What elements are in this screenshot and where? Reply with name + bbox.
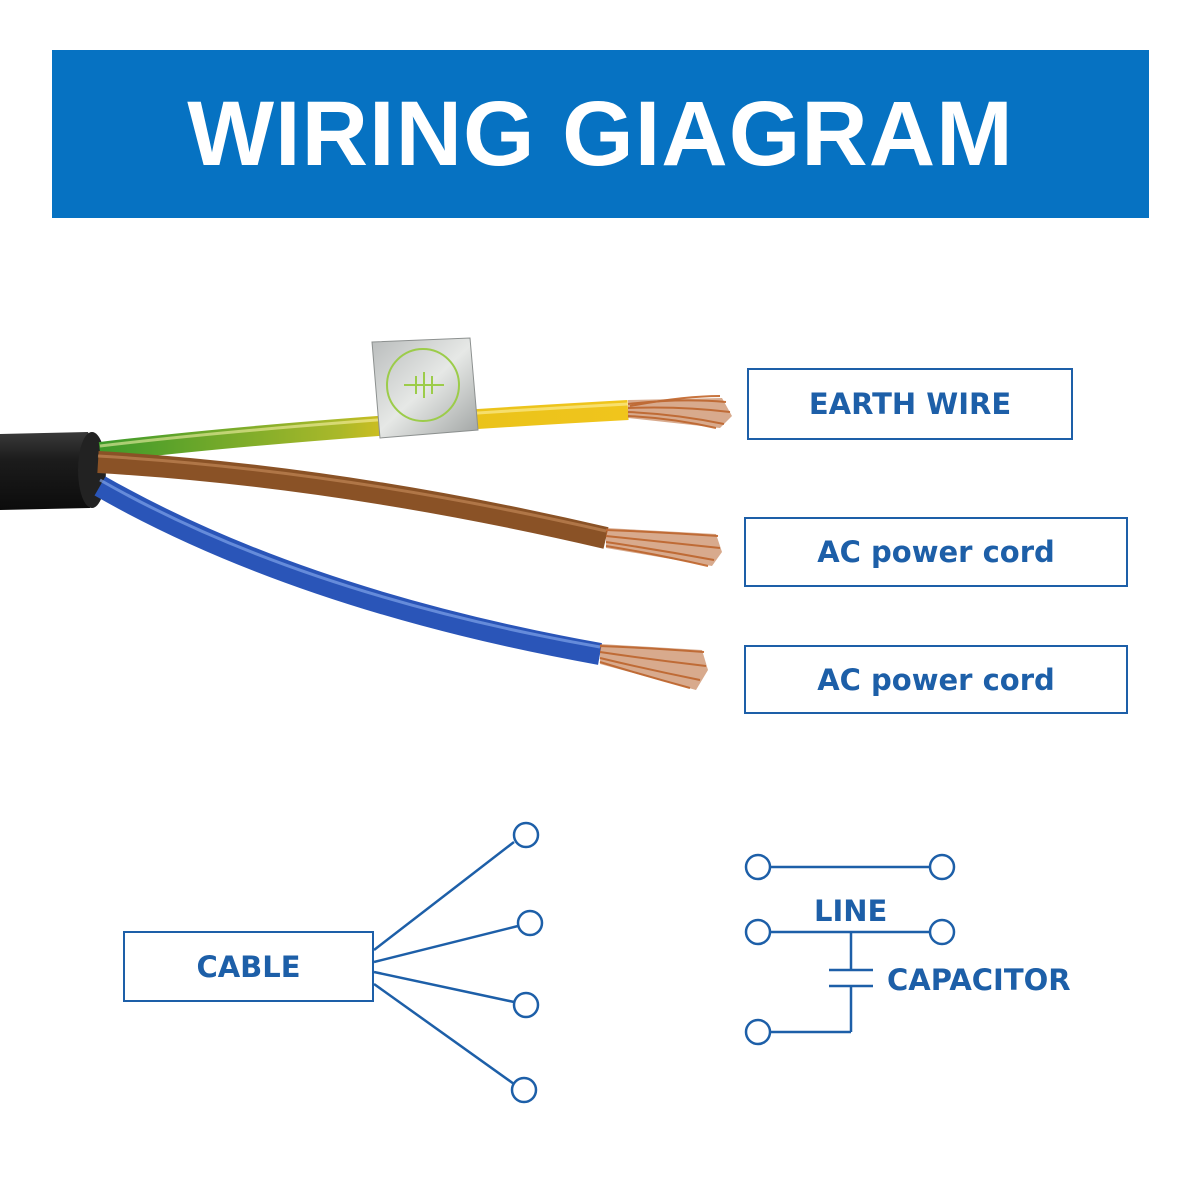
terminal-circle (510, 1076, 538, 1104)
ac-power-cord-label-2: AC power cord (744, 645, 1128, 714)
terminal-circle (928, 918, 956, 946)
neutral-wire (94, 476, 602, 665)
ground-symbol-icon (404, 372, 444, 398)
ac-power-cord-label-1: AC power cord (744, 517, 1128, 587)
terminal-circle (744, 853, 772, 881)
cable-jacket (0, 432, 97, 510)
capacitor-label: CAPACITOR (887, 963, 1071, 997)
terminal-circle (744, 1018, 772, 1046)
terminal-circle (744, 918, 772, 946)
line-label: LINE (814, 894, 888, 928)
title-banner: WIRING GIAGRAM (52, 50, 1149, 218)
terminal-circle (512, 821, 540, 849)
terminal-circle (928, 853, 956, 881)
terminal-circle (512, 991, 540, 1019)
line-terminals (744, 853, 956, 1046)
live-wire (97, 451, 609, 549)
earth-wire-label: EARTH WIRE (747, 368, 1073, 440)
cable-illustration (0, 337, 732, 690)
cable-label: CABLE (123, 931, 374, 1002)
cable-terminals (510, 821, 544, 1104)
page-title: WIRING GIAGRAM (187, 83, 1014, 185)
line-capacitor-lines (770, 865, 930, 1034)
terminal-circle (516, 909, 544, 937)
cable-fanout-lines (373, 841, 519, 1086)
earth-wire (98, 400, 629, 462)
ground-icon (386, 348, 460, 422)
